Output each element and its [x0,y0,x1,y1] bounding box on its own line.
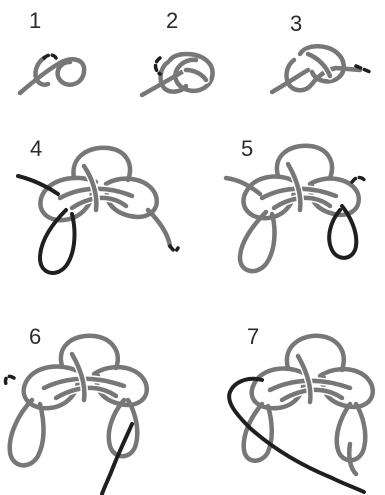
step-4-illustration [18,148,178,273]
step-1-illustration [20,55,84,93]
step-5-illustration [226,146,366,271]
step-3-illustration [272,46,370,92]
step-6-illustration [5,336,146,494]
step-2-illustration [142,54,213,95]
step-7-illustration [229,336,373,492]
